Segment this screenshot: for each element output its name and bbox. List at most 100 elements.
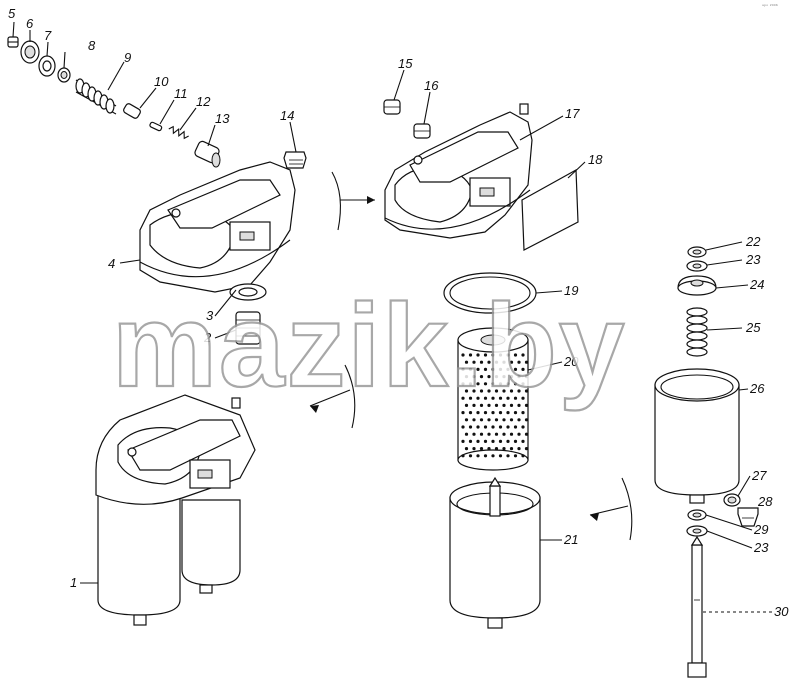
- perforation-dot: [461, 367, 465, 371]
- perforation-dot: [506, 454, 510, 458]
- label-25: 25: [745, 320, 761, 335]
- perforation-dot: [483, 411, 488, 415]
- part-6-plug: [20, 40, 40, 64]
- perforation-dot: [472, 360, 476, 364]
- perforation-dot: [513, 353, 518, 357]
- label-23b: 23: [753, 540, 769, 555]
- perforation-dot: [483, 396, 488, 400]
- label-13: 13: [215, 111, 230, 126]
- label-9: 9: [124, 50, 131, 65]
- arrow-left-center: [309, 364, 356, 429]
- part-10-valve: [123, 103, 141, 119]
- perforation-dot: [476, 353, 480, 357]
- perforation-dot: [491, 454, 495, 458]
- perforation-dot: [472, 375, 476, 379]
- part-2-union: [235, 311, 261, 345]
- perforation-dot: [513, 367, 518, 371]
- perforation-dot: [498, 367, 503, 371]
- perforation-dot: [494, 375, 499, 379]
- perforation-dot: [494, 418, 499, 422]
- perforation-dot: [483, 353, 488, 357]
- label-22: 22: [745, 234, 761, 249]
- perforation-dot: [479, 403, 484, 407]
- perforation-dot: [464, 389, 469, 393]
- corner-mark: ᵃᵖᵒ ²⁰⁰⁶: [762, 4, 778, 10]
- perforation-dot: [476, 439, 480, 443]
- part-23-washer-bottom: [686, 525, 708, 537]
- perforation-dot: [472, 389, 476, 393]
- perforation-dot: [513, 382, 518, 386]
- perforation-dot: [513, 454, 518, 458]
- perforation-dot: [521, 353, 525, 357]
- perforation-dot: [517, 447, 521, 451]
- perforation-dot: [502, 403, 506, 407]
- perforation-dot: [487, 432, 491, 436]
- perforation-dot: [521, 367, 525, 371]
- perforation-dot: [464, 375, 469, 379]
- perforation-dot: [464, 403, 469, 407]
- label-23: 23: [745, 252, 761, 267]
- perforation-dot: [521, 411, 525, 415]
- perforation-dot: [494, 403, 499, 407]
- perforation-dot: [487, 403, 491, 407]
- part-9-spring: [75, 78, 117, 115]
- part-12-spring: [168, 125, 189, 140]
- perforation-dot: [509, 418, 514, 422]
- perforation-dot: [498, 396, 503, 400]
- perforation-dot: [524, 360, 529, 364]
- perforation-dot: [491, 439, 495, 443]
- part-22-nut: [687, 246, 707, 258]
- part-26-housing: [654, 368, 740, 504]
- perforation-dot: [502, 360, 506, 364]
- perforation-dot: [472, 447, 476, 451]
- perforation-dot: [506, 382, 510, 386]
- arrow-right: [331, 171, 375, 231]
- perforation-dot: [517, 418, 521, 422]
- perforation-dot: [494, 432, 499, 436]
- label-12: 12: [196, 94, 211, 109]
- perforation-dot: [491, 411, 495, 415]
- part-21-filter-bowl: [449, 476, 541, 629]
- label-5: 5: [8, 6, 16, 21]
- part-15-plug: [383, 99, 401, 115]
- perforation-dot: [468, 411, 473, 415]
- filter-head-right: [384, 103, 533, 239]
- label-10: 10: [154, 74, 169, 89]
- label-11: 11: [174, 86, 188, 101]
- perforation-dot: [472, 432, 476, 436]
- perforation-dot: [476, 425, 480, 429]
- label-6: 6: [26, 16, 34, 31]
- perforation-dot: [524, 389, 529, 393]
- perforation-dot: [461, 353, 465, 357]
- perforation-dot: [517, 375, 521, 379]
- perforation-dot: [491, 353, 495, 357]
- watermark: mazik.by: [112, 280, 626, 412]
- label-19: 19: [564, 283, 578, 298]
- filter-head-left: [139, 161, 296, 293]
- perforation-dot: [498, 353, 503, 357]
- part-7-gasket: [38, 55, 56, 77]
- part-25-spring: [686, 307, 708, 357]
- label-30: 30: [774, 604, 789, 619]
- part-8-washer: [57, 67, 71, 83]
- perforation-dot: [464, 432, 469, 436]
- perforation-dot: [506, 411, 510, 415]
- perforation-dot: [524, 432, 529, 436]
- perforation-dot: [476, 382, 480, 386]
- part-3-washer: [229, 283, 267, 301]
- part-23-washer-top: [686, 260, 708, 272]
- perforation-dot: [476, 411, 480, 415]
- part-16-plug: [413, 123, 431, 139]
- perforation-dot: [487, 418, 491, 422]
- perforation-dot: [461, 411, 465, 415]
- perforation-dot: [468, 439, 473, 443]
- perforation-dot: [517, 432, 521, 436]
- perforation-dot: [502, 389, 506, 393]
- perforation-dot: [479, 375, 484, 379]
- perforation-dot: [483, 425, 488, 429]
- perforation-dot: [487, 360, 491, 364]
- arrow-left-right: [589, 477, 633, 541]
- perforation-dot: [502, 375, 506, 379]
- perforation-dot: [498, 382, 503, 386]
- label-24: 24: [749, 277, 764, 292]
